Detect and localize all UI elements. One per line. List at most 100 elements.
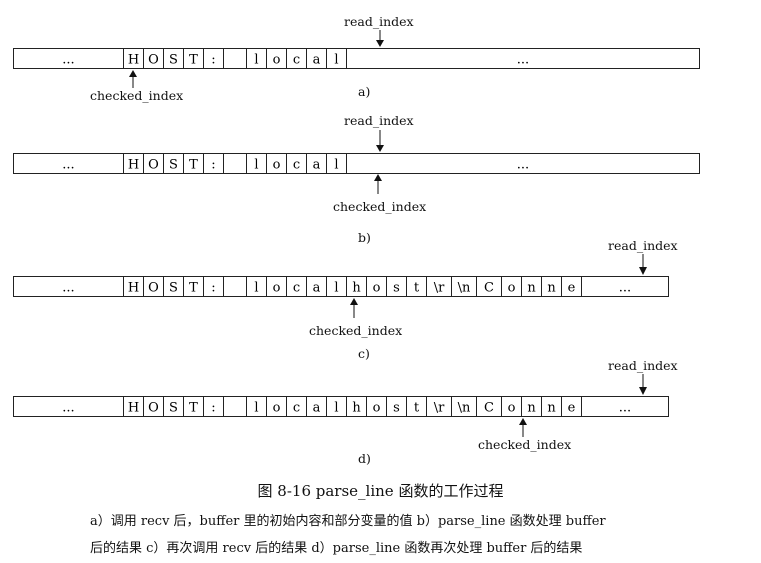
buffer-cell-char: O	[148, 401, 159, 416]
buffer-cell-char: c	[293, 401, 300, 416]
sub-label-b: b)	[358, 230, 371, 245]
buffer-cell-char: n	[547, 401, 556, 416]
buffer-cell-char: T	[189, 53, 198, 68]
checked-index-arrow-b	[374, 174, 382, 194]
checked-index-label-b: checked_index	[333, 199, 427, 214]
sub-label-d: d)	[358, 451, 371, 466]
buffer-cell-char: ...	[62, 158, 74, 173]
buffer-cell	[346, 48, 700, 69]
buffer-cell-char: :	[211, 401, 215, 416]
buffer-cell-char: e	[568, 401, 576, 416]
read-index-label-c: read_index	[608, 238, 678, 253]
sub-label-c: c)	[358, 346, 370, 361]
buffer-cell-char: h	[352, 281, 361, 296]
checked-index-arrow-a	[129, 70, 137, 88]
caption-line-2: 后的结果 c）再次调用 recv 后的结果 d）parse_line 函数再次处…	[90, 541, 583, 556]
buffer-cell-char: \r	[434, 281, 445, 296]
read-index-label-d: read_index	[608, 358, 678, 373]
buffer-cell-char: e	[568, 281, 576, 296]
read-index-arrow-a	[376, 30, 384, 47]
buffer-cell-char: l	[334, 401, 338, 416]
buffer-cell-char: l	[334, 158, 338, 173]
checked-index-label-d: checked_index	[478, 437, 572, 452]
sub-label-a: a)	[358, 84, 371, 99]
buffer-cell-char: O	[148, 281, 159, 296]
buffer-cell-char: c	[293, 281, 300, 296]
buffer-cell-char: l	[334, 281, 338, 296]
buffer-cell	[346, 153, 700, 174]
buffer-cell	[223, 153, 247, 174]
buffer-cell-char: s	[393, 281, 400, 296]
buffer-cell-char: ...	[619, 281, 631, 296]
buffer-cell-char: o	[273, 53, 281, 68]
buffer-cell	[223, 396, 247, 417]
buffer-cell-char: T	[189, 158, 198, 173]
buffer-cell-char: o	[373, 281, 381, 296]
buffer-cell-char: o	[508, 281, 516, 296]
buffer-cell-char: a	[313, 281, 321, 296]
buffer-cell-char: a	[313, 401, 321, 416]
buffer-cell-char: H	[128, 53, 139, 68]
buffer-cell-char: a	[313, 158, 321, 173]
buffer-cell-char: o	[273, 401, 281, 416]
buffer-cell-char: \n	[458, 281, 471, 296]
buffer-cell-char: n	[547, 281, 556, 296]
buffer-cell-char: o	[273, 158, 281, 173]
buffer-cell-char: c	[293, 158, 300, 173]
buffer-cell-char: \n	[458, 401, 471, 416]
buffer-cell-char: o	[508, 401, 516, 416]
buffer-cell-char: c	[293, 53, 300, 68]
read-index-label-a: read_index	[344, 14, 414, 29]
buffer-cell-char: :	[211, 53, 215, 68]
buffer-cell-char: ...	[62, 53, 74, 68]
buffer-cell-char: o	[273, 281, 281, 296]
buffer-cell-char: H	[128, 158, 139, 173]
buffer-cell-char: :	[211, 281, 215, 296]
buffer-cell-char: ...	[517, 53, 529, 68]
read-index-arrow-c	[639, 254, 647, 275]
buffer-cell-char: o	[373, 401, 381, 416]
checked-index-label-a: checked_index	[90, 88, 184, 103]
buffer-cell-char: H	[128, 281, 139, 296]
caption-line-1: a）调用 recv 后，buffer 里的初始内容和部分变量的值 b）parse…	[90, 514, 606, 529]
buffer-cell-char: h	[352, 401, 361, 416]
buffer-cell-char: O	[148, 158, 159, 173]
checked-index-label-c: checked_index	[309, 323, 403, 338]
buffer-cell-char: T	[189, 281, 198, 296]
buffer-cell-char: n	[527, 281, 536, 296]
checked-index-arrow-d	[519, 418, 527, 437]
buffer-cell-char: O	[148, 53, 159, 68]
buffer-cell	[581, 396, 669, 417]
buffer-cell-char: T	[189, 401, 198, 416]
buffer-cell-char: C	[484, 281, 494, 296]
buffer-cell-char: ...	[62, 281, 74, 296]
buffer-cell-char: ...	[619, 401, 631, 416]
buffer-cell-char: n	[527, 401, 536, 416]
buffer-cell-char: l	[254, 53, 258, 68]
read-index-arrow-b	[376, 130, 384, 152]
buffer-cell-char: t	[414, 281, 420, 296]
buffer-cell-char: l	[334, 53, 338, 68]
buffer-cell	[581, 276, 669, 297]
buffer-cell-char: l	[254, 158, 258, 173]
buffer-cell-char: l	[254, 401, 258, 416]
buffer-cell	[223, 276, 247, 297]
buffer-cell-char: :	[211, 158, 215, 173]
buffer-cell-char: l	[254, 281, 258, 296]
figure-title: 图 8-16 parse_line 函数的工作过程	[257, 482, 504, 500]
buffer-cell-char: ...	[62, 401, 74, 416]
buffer-cell-char: S	[169, 281, 178, 296]
read-index-label-b: read_index	[344, 113, 414, 128]
buffer-cell	[223, 48, 247, 69]
buffer-cell-char: a	[313, 53, 321, 68]
buffer-cell-char: S	[169, 401, 178, 416]
buffer-cell-char: ...	[517, 158, 529, 173]
